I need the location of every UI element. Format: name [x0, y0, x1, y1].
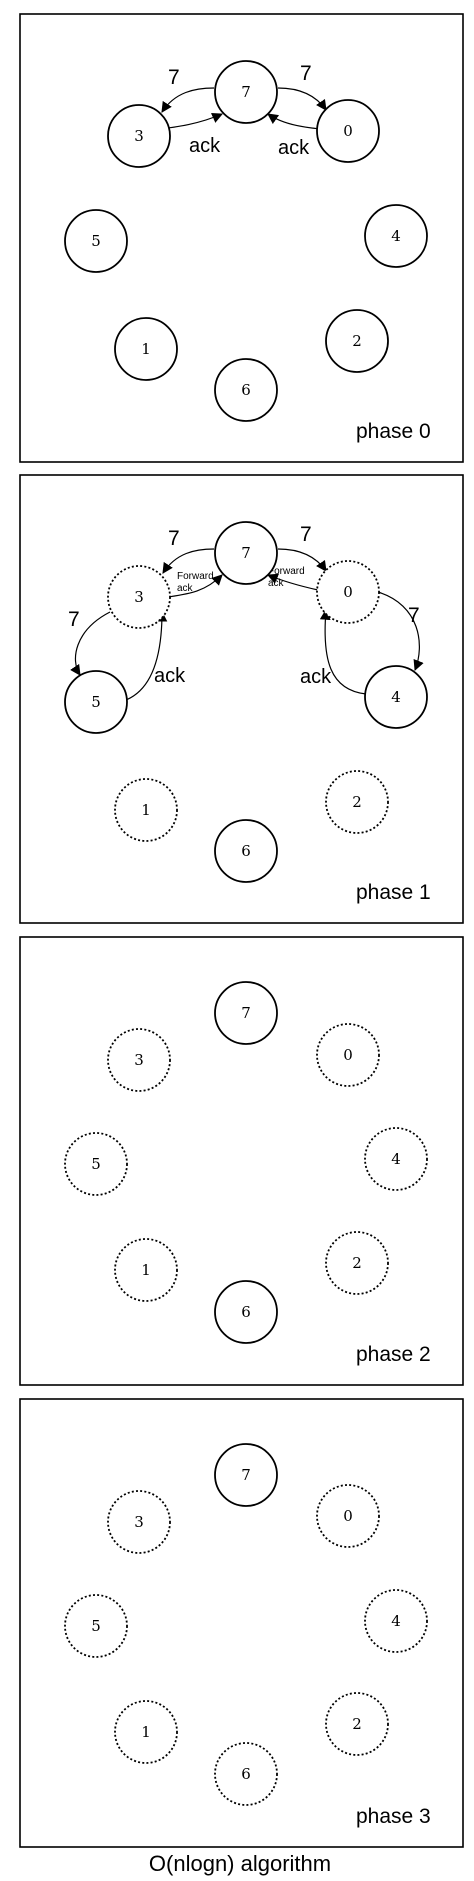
node-3: 3 — [107, 1490, 171, 1554]
edge-label-right-down: 7 — [408, 604, 420, 627]
edge-label-left-out: 7 — [168, 66, 180, 89]
phase-3-panel: 7 3 0 5 4 1 2 6 phase 3 — [19, 1398, 464, 1848]
node-6: 6 — [214, 358, 278, 422]
node-5: 5 — [64, 209, 128, 273]
node-label: 6 — [241, 842, 251, 860]
node-label: 5 — [91, 1617, 101, 1635]
edge-label-right-up: ack — [300, 666, 332, 688]
node-label: 5 — [91, 693, 101, 711]
edge-7-to-0 — [277, 548, 327, 572]
node-label: 4 — [391, 227, 401, 245]
node-0: 0 — [316, 1484, 380, 1548]
edge-3-to-5 — [70, 611, 111, 676]
node-6: 6 — [214, 1742, 278, 1806]
node-label: 0 — [343, 1046, 353, 1064]
node-label: 2 — [352, 332, 362, 350]
phase-label: phase 0 — [356, 420, 431, 443]
edge-label-left-out: 7 — [168, 527, 180, 550]
node-5: 5 — [64, 1132, 128, 1196]
node-label: 5 — [91, 232, 101, 250]
node-2: 2 — [325, 1692, 389, 1756]
node-label: 4 — [391, 1150, 401, 1168]
node-label: 7 — [241, 1004, 251, 1022]
node-4: 4 — [364, 1589, 428, 1653]
node-5: 5 — [64, 1594, 128, 1658]
node-label: 4 — [391, 688, 401, 706]
node-label: 6 — [241, 381, 251, 399]
node-label: 2 — [352, 1715, 362, 1733]
node-label: 7 — [241, 83, 251, 101]
node-label: 2 — [352, 1254, 362, 1272]
edge-label-right-out: 7 — [300, 523, 312, 546]
edge-4-to-0-ack — [319, 608, 367, 695]
node-label: 3 — [134, 127, 144, 145]
node-label: 0 — [343, 122, 353, 140]
edge-5-to-3-ack — [125, 610, 168, 701]
phase-label: phase 3 — [356, 1805, 431, 1828]
node-label: 1 — [141, 1261, 151, 1279]
node-label: 7 — [241, 544, 251, 562]
node-label: 0 — [343, 583, 353, 601]
node-1: 1 — [114, 1238, 178, 1302]
edge-3-to-7-forward-ack — [167, 574, 223, 598]
node-label: 3 — [134, 1051, 144, 1069]
phase-2-panel: 7 3 0 5 4 1 2 6 phase 2 — [19, 936, 464, 1386]
node-3: 3 — [107, 565, 171, 629]
node-7: 7 — [214, 521, 278, 585]
node-label: 6 — [241, 1765, 251, 1783]
edge-0-to-7-forward-ack — [267, 573, 319, 591]
phase-label: phase 2 — [356, 1343, 431, 1366]
node-4: 4 — [364, 665, 428, 729]
node-6: 6 — [214, 819, 278, 883]
node-2: 2 — [325, 770, 389, 834]
edge-label-left-up: ack — [154, 665, 186, 687]
node-7: 7 — [214, 60, 278, 124]
edge-label-left-down: 7 — [68, 608, 80, 631]
node-4: 4 — [364, 1127, 428, 1191]
node-1: 1 — [114, 1700, 178, 1764]
node-label: 5 — [91, 1155, 101, 1173]
node-label: 0 — [343, 1507, 353, 1525]
diagram-caption: O(nlogn) algorithm — [149, 1851, 331, 1876]
node-2: 2 — [325, 1231, 389, 1295]
edge-7-to-3 — [161, 87, 215, 113]
node-3: 3 — [107, 1028, 171, 1092]
node-4: 4 — [364, 204, 428, 268]
node-7: 7 — [214, 1443, 278, 1507]
node-label: 1 — [141, 1723, 151, 1741]
node-2: 2 — [325, 309, 389, 373]
node-label: 2 — [352, 793, 362, 811]
node-label: 3 — [134, 1513, 144, 1531]
node-0: 0 — [316, 1023, 380, 1087]
node-7: 7 — [214, 981, 278, 1045]
node-1: 1 — [114, 778, 178, 842]
node-0: 0 — [316, 99, 380, 163]
node-label: 7 — [241, 1466, 251, 1484]
edge-label-right-out: 7 — [300, 62, 312, 85]
node-label: 1 — [141, 801, 151, 819]
node-5: 5 — [64, 670, 128, 734]
edge-label-right-in: ack — [278, 137, 310, 159]
node-label: 6 — [241, 1303, 251, 1321]
phase-0-panel: 7 7 ack ack 7 3 0 5 4 1 2 6 phase 0 — [19, 13, 464, 463]
node-0: 0 — [316, 560, 380, 624]
edge-0-to-4 — [377, 591, 424, 672]
node-label: 3 — [134, 588, 144, 606]
phase-label: phase 1 — [356, 881, 431, 904]
node-label: 1 — [141, 340, 151, 358]
node-6: 6 — [214, 1280, 278, 1344]
node-3: 3 — [107, 104, 171, 168]
edge-7-to-3 — [162, 548, 215, 574]
edge-7-to-0 — [277, 87, 327, 111]
node-1: 1 — [114, 317, 178, 381]
edge-label-left-in: ack — [189, 135, 221, 157]
node-label: 4 — [391, 1612, 401, 1630]
